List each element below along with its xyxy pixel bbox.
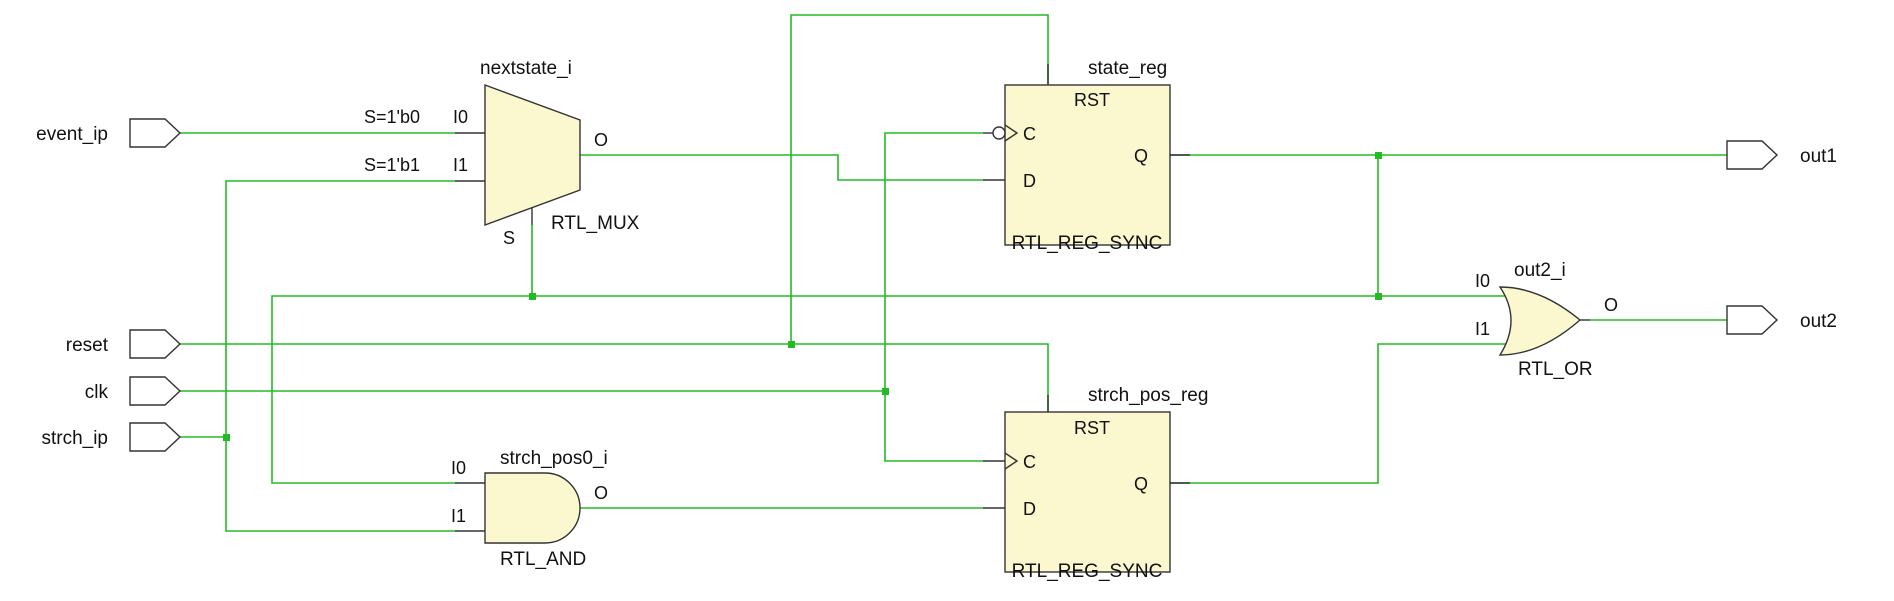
mux-symbol	[484, 83, 581, 227]
port-strch_ip[interactable]: strch_ip	[41, 422, 182, 452]
clock-edge-icon	[1004, 452, 1019, 470]
reg-cell-type: RTL_REG_SYNC	[1012, 233, 1163, 254]
or-gate-symbol	[1498, 286, 1582, 356]
junction-dot	[788, 341, 795, 348]
junction-dot	[223, 434, 230, 441]
reg-cell-type: RTL_REG_SYNC	[1012, 561, 1163, 582]
or-cell-type: RTL_OR	[1518, 359, 1593, 380]
or-gate-out2_i[interactable]: out2_i RTL_OR I0 I1 O	[1475, 260, 1618, 380]
port-label: out1	[1800, 146, 1837, 167]
reg-instance-name: state_reg	[1088, 58, 1167, 79]
mux-i0-condition: S=1'b0	[364, 107, 420, 127]
mux-pin-s-label: S	[503, 228, 515, 248]
junction-dot	[1375, 293, 1382, 300]
clock-edge-icon	[1004, 124, 1019, 142]
net-nextstate[interactable]	[580, 154, 983, 181]
net-strch_ip-to-and-i1[interactable]	[225, 437, 455, 532]
and-pin-o-label: O	[594, 483, 608, 503]
port-clk[interactable]: clk	[85, 376, 182, 406]
reg-pin-d-label: D	[1023, 499, 1036, 519]
net-clk-to-strch-c[interactable]	[884, 391, 983, 462]
register-symbol	[1004, 84, 1171, 246]
nets	[180, 14, 1727, 532]
reg-instance-name: strch_pos_reg	[1088, 385, 1208, 406]
or-pin-o-label: O	[1604, 295, 1618, 315]
reg-pin-c-label: C	[1023, 452, 1036, 472]
port-label: reset	[66, 335, 109, 356]
mux-nextstate_i[interactable]: nextstate_i RTL_MUX S=1'b0 S=1'b1 I0 I1 …	[364, 58, 640, 248]
output-port-icon	[1726, 140, 1779, 170]
or-pin-i0-label: I0	[1475, 271, 1490, 291]
input-ports: event_ip reset clk strch_ip	[36, 118, 182, 452]
port-event_ip[interactable]: event_ip	[36, 118, 182, 148]
inverted-clock-bubble-icon	[992, 126, 1006, 140]
port-label: clk	[85, 382, 109, 403]
input-port-icon	[129, 329, 182, 359]
junction-dot	[1375, 152, 1382, 159]
and-instance-name: strch_pos0_i	[500, 448, 608, 469]
mux-cell-type: RTL_MUX	[551, 213, 640, 234]
mux-i1-condition: S=1'b1	[364, 155, 420, 175]
reg-pin-rst-label: RST	[1074, 90, 1110, 110]
net-strch_ip-to-mux-i1[interactable]	[225, 180, 455, 437]
mux-pin-i0-label: I0	[453, 107, 468, 127]
output-ports: out1 out2	[1726, 140, 1837, 335]
or-pin-i1-label: I1	[1475, 319, 1490, 339]
and-pin-i0-label: I0	[451, 458, 466, 478]
reg-pin-rst-label: RST	[1074, 418, 1110, 438]
port-reset[interactable]: reset	[66, 329, 182, 359]
reg-pin-d-label: D	[1023, 171, 1036, 191]
port-label: out2	[1800, 311, 1837, 332]
net-strch_pos[interactable]	[1165, 343, 1506, 484]
junction-dot	[529, 293, 536, 300]
reg-pin-q-label: Q	[1134, 146, 1148, 166]
register-symbol	[1004, 411, 1171, 573]
net-state-to-mux-s[interactable]	[271, 295, 1378, 484]
net-clk-to-state-c[interactable]	[884, 132, 983, 391]
port-label: event_ip	[36, 124, 108, 145]
port-out1[interactable]: out1	[1726, 140, 1837, 170]
net-reset[interactable]	[180, 343, 1049, 412]
port-label: strch_ip	[41, 428, 108, 449]
input-port-icon	[129, 118, 182, 148]
reg-pin-q-label: Q	[1134, 474, 1148, 494]
and-pin-i1-label: I1	[451, 506, 466, 526]
and-gate-symbol	[484, 472, 581, 544]
port-out2[interactable]: out2	[1726, 305, 1837, 335]
input-port-icon	[129, 422, 182, 452]
and-gate-strch_pos0_i[interactable]: strch_pos0_i RTL_AND I0 I1 O	[451, 448, 608, 570]
register-strch_pos_reg[interactable]: strch_pos_reg RTL_REG_SYNC RST C D Q	[983, 385, 1208, 582]
mux-pin-i1-label: I1	[453, 155, 468, 175]
or-instance-name: out2_i	[1514, 260, 1566, 281]
junction-dot	[882, 388, 889, 395]
input-port-icon	[129, 376, 182, 406]
reg-pin-c-label: C	[1023, 124, 1036, 144]
mux-instance-name: nextstate_i	[480, 58, 572, 79]
and-cell-type: RTL_AND	[500, 549, 586, 570]
net-reset-to-state-rst[interactable]	[790, 14, 1049, 344]
mux-pin-o-label: O	[594, 130, 608, 150]
output-port-icon	[1726, 305, 1779, 335]
register-state_reg[interactable]: state_reg RTL_REG_SYNC RST C D Q	[983, 58, 1190, 254]
